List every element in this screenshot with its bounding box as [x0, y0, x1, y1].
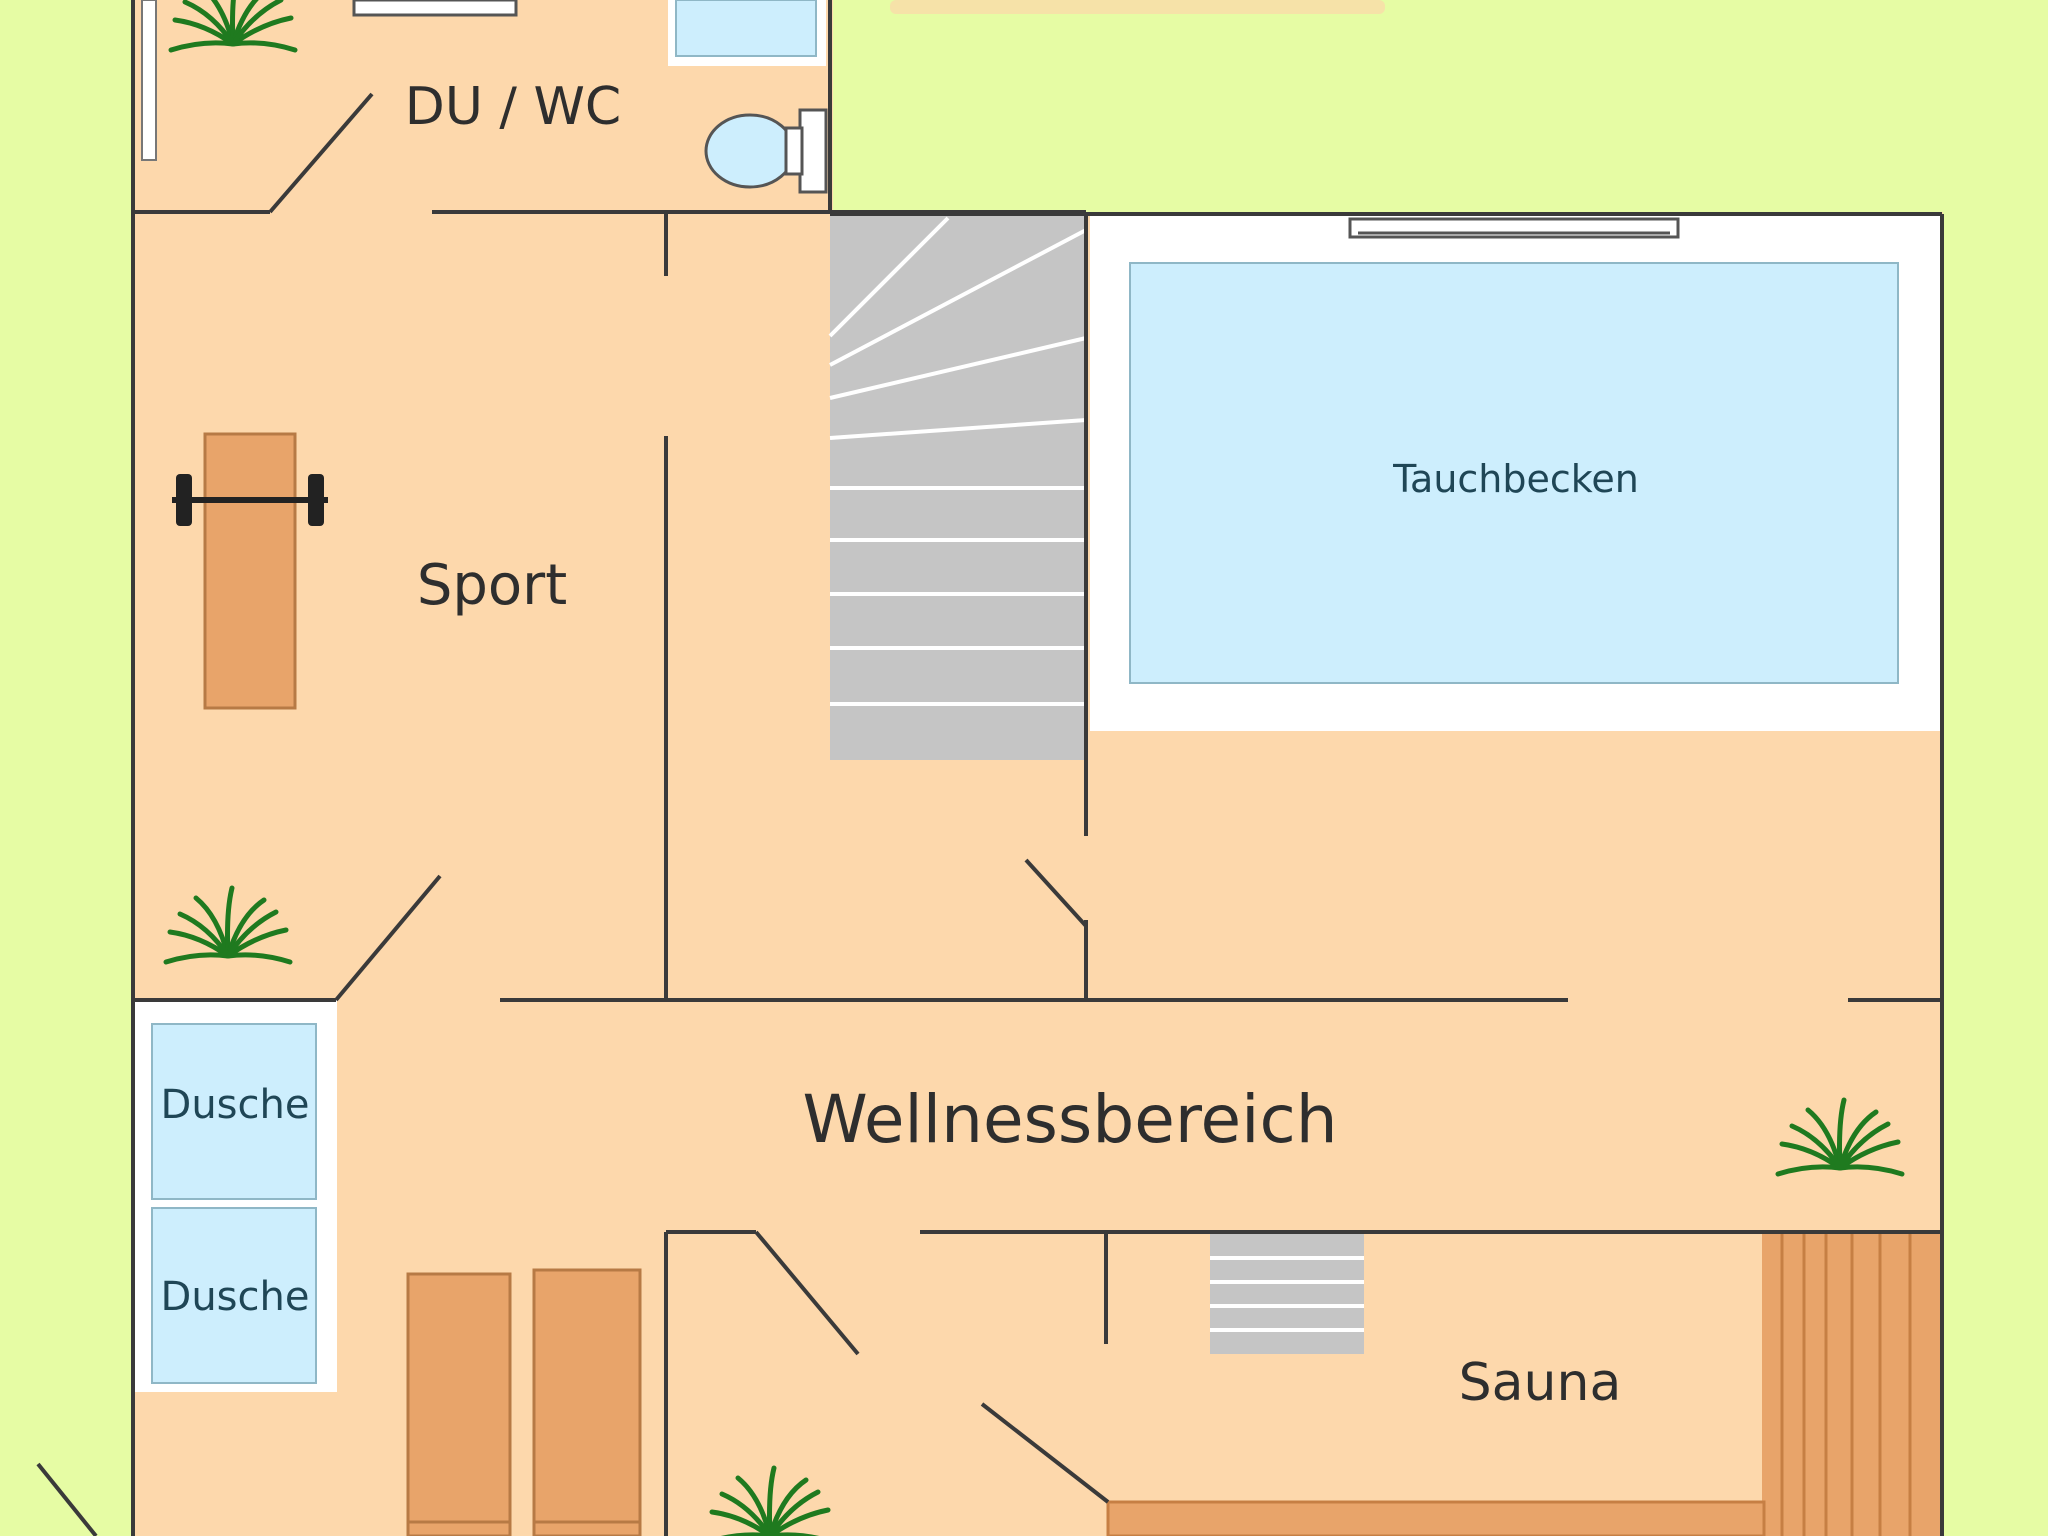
dumbbell-bench-icon — [203, 432, 297, 710]
staircase — [828, 216, 1087, 760]
lounger-icon — [406, 1272, 512, 1536]
sport-label: Sport — [417, 553, 567, 618]
top-shower — [675, 0, 817, 57]
du-wc-room: DU / WC — [141, 0, 828, 194]
shower-2 — [151, 1207, 317, 1384]
title-banner — [890, 0, 1385, 14]
pool-label: Tauchbecken — [1392, 457, 1639, 501]
sauna-label: Sauna — [1459, 1353, 1622, 1413]
du-wc-label: DU / WC — [405, 77, 621, 137]
shower-1-label: Dusche — [161, 1082, 310, 1128]
toilet-icon — [704, 108, 828, 194]
shower-area: Dusche Dusche — [133, 1000, 337, 1392]
towel-rail — [141, 0, 157, 161]
sauna-room: Sauna — [1106, 1232, 1942, 1536]
loungers — [406, 1268, 642, 1536]
dumbbell — [172, 474, 328, 526]
plunge-pool: Tauchbecken — [1090, 216, 1942, 731]
sink — [352, 0, 518, 17]
shower-2-label: Dusche — [161, 1274, 310, 1320]
lounger-icon — [532, 1268, 642, 1536]
sport-room: Sport — [172, 432, 567, 710]
shower-1 — [151, 1023, 317, 1200]
walls — [36, 0, 1944, 1536]
sauna-heater — [1210, 1234, 1364, 1354]
pool-water — [1129, 262, 1899, 684]
sauna-lower-bench — [1106, 1500, 1766, 1536]
wellness-label: Wellnessbereich — [802, 1081, 1337, 1158]
